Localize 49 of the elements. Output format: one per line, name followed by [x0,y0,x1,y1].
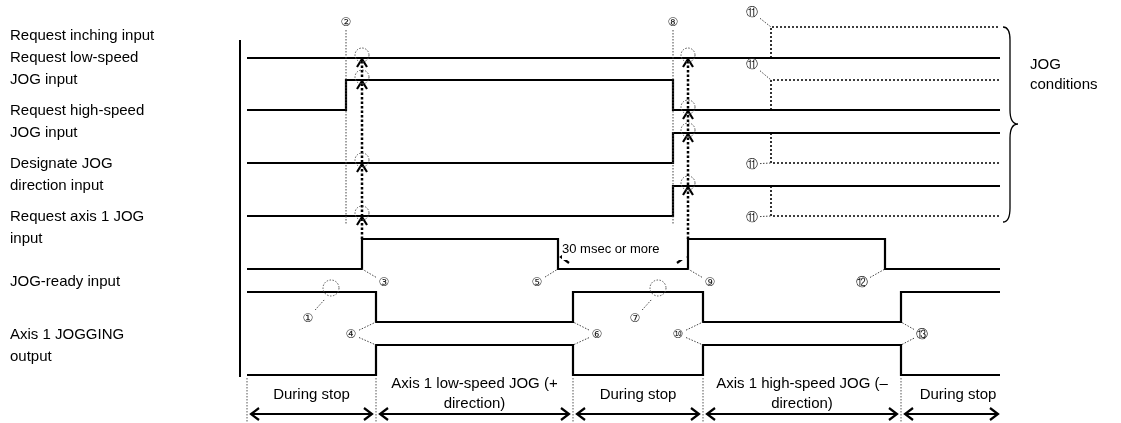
leader-line [685,321,704,331]
leader-line [544,268,559,278]
leader-line [900,321,915,330]
leader-line [900,337,915,346]
leader-line [759,70,772,81]
leader-line [685,337,704,346]
leader-line [358,337,377,346]
leader-line [869,268,886,278]
signal-name: Request inching input [10,25,156,45]
callout-number: ④ [343,326,359,342]
callout-number: ⑥ [589,326,605,342]
callout-number: ⑨ [702,274,718,290]
period-label: During stop [272,384,351,404]
signal-name: Request high-speed JOG input [10,100,146,142]
callout-number: ⑪ [744,156,760,172]
callout-number: ⑪ [744,4,760,20]
group-label: JOG conditions [1030,54,1099,94]
callout-number: ⑧ [665,14,681,30]
callout-number: ② [338,14,354,30]
callout-number: ⑪ [744,56,760,72]
period-label: During stop [918,384,998,404]
leader-line [572,337,590,346]
signal-name: Axis 1 JOGGING output [10,324,126,366]
signal-name: Request axis 1 JOG input [10,206,146,248]
leader-line [345,29,347,226]
leader-line [759,17,772,28]
callout-number: ⑬ [914,326,930,342]
callout-number: ⑤ [529,274,545,290]
callout-number: ⑦ [627,310,643,326]
callout-number: ⑩ [670,326,686,342]
leader-line [314,298,326,311]
period-label: Axis 1 low-speed JOG (+ direction) [390,373,559,413]
leader-line [641,298,653,311]
callout-number: ③ [376,274,392,290]
callout-number: ① [300,310,316,326]
period-label: Axis 1 high-speed JOG (– direction) [715,373,889,413]
leader-line [572,321,590,331]
leader-line [759,215,772,218]
leader-line [687,268,703,278]
callout-number: ⑫ [854,274,870,290]
leader-line [358,321,377,331]
leader-line [361,268,377,278]
signal-name: JOG-ready input [10,271,122,291]
callout-number: ⑪ [744,209,760,225]
leader-line [759,162,772,165]
signal-name: Designate JOG direction input [10,153,114,195]
signal-name: Request low-speed JOG input [10,47,140,89]
period-label: During stop [598,384,678,404]
leader-line [672,29,674,226]
